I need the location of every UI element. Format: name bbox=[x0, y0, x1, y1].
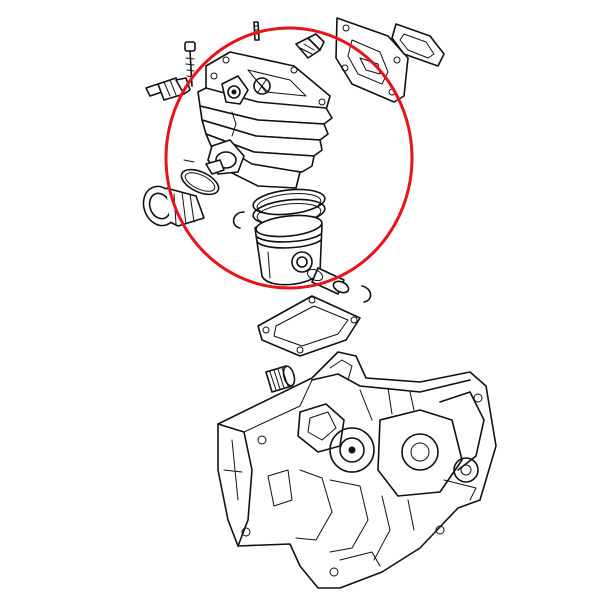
circlip-left bbox=[232, 211, 245, 229]
decompression-valve bbox=[295, 33, 325, 59]
piston bbox=[254, 214, 323, 286]
exhaust-gasket bbox=[391, 23, 445, 67]
spark-plug bbox=[145, 77, 191, 101]
cylinder bbox=[197, 51, 333, 189]
highlight-circle bbox=[164, 26, 414, 290]
needle-bearing bbox=[265, 365, 296, 393]
intake-boot bbox=[142, 185, 205, 227]
crankcase bbox=[217, 351, 497, 589]
hose-clamp bbox=[180, 159, 225, 196]
circlip-right bbox=[361, 285, 372, 303]
cylinder-base-gasket bbox=[257, 295, 361, 357]
